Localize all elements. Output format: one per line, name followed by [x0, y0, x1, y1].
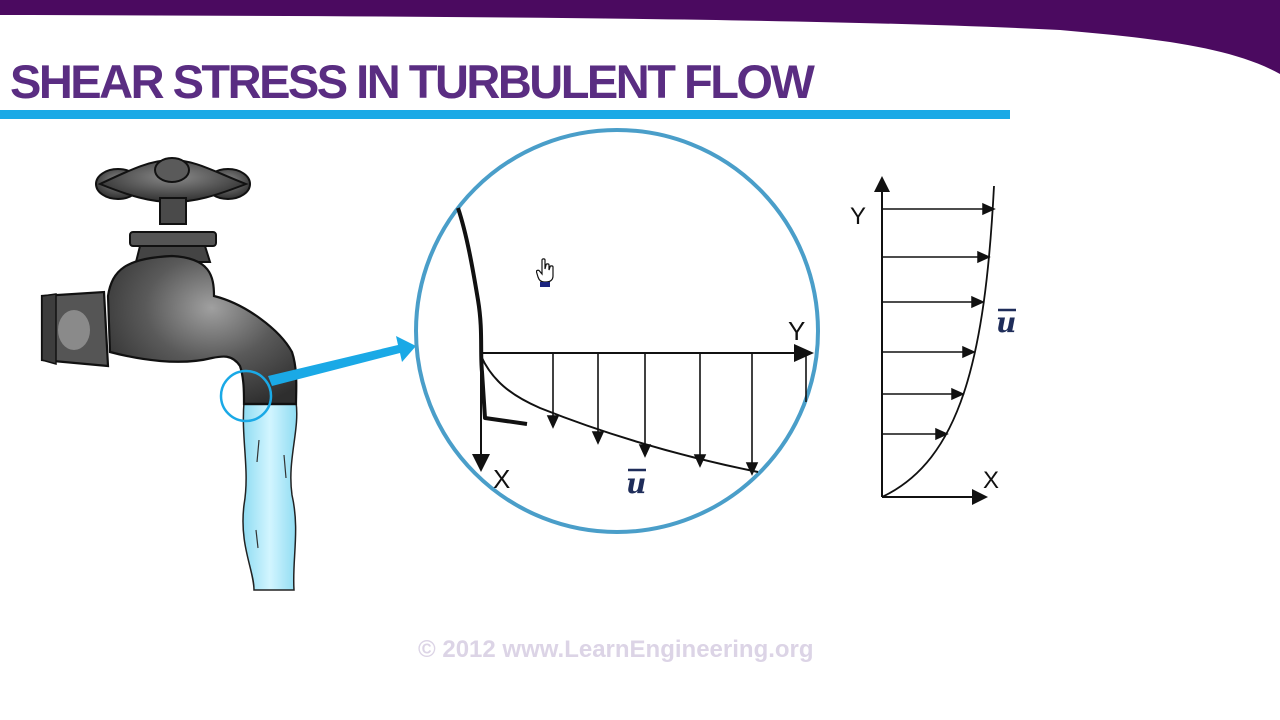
hand-pointer-icon — [536, 258, 554, 287]
zoom-circle — [414, 128, 820, 534]
profile-velocity-label: u — [996, 306, 1016, 339]
zoom-arrow — [268, 336, 416, 386]
water-stream — [242, 401, 298, 591]
zoom-view — [414, 128, 820, 534]
zoom-velocity-arrows — [546, 353, 807, 476]
title-underline — [0, 110, 1010, 119]
zoom-y-label: Y — [788, 316, 805, 346]
profile-y-label: Y — [850, 203, 866, 230]
profile-velocity-curve — [881, 185, 995, 498]
profile-view — [874, 176, 996, 505]
header-band — [0, 0, 1280, 74]
zoom-velocity-curve — [480, 355, 759, 473]
zoom-source-circle — [219, 369, 273, 423]
copyright-text: © 2012 www.LearnEngineering.org — [418, 636, 814, 663]
profile-x-label: X — [983, 467, 999, 494]
faucet-icon — [40, 157, 298, 591]
wall-boundary — [456, 207, 528, 426]
zoom-velocity-label: u — [626, 467, 646, 500]
zoom-x-label: X — [493, 464, 510, 494]
profile-velocity-arrows — [882, 202, 996, 441]
slide-title: SHEAR STRESS IN TURBULENT FLOW — [10, 55, 815, 108]
